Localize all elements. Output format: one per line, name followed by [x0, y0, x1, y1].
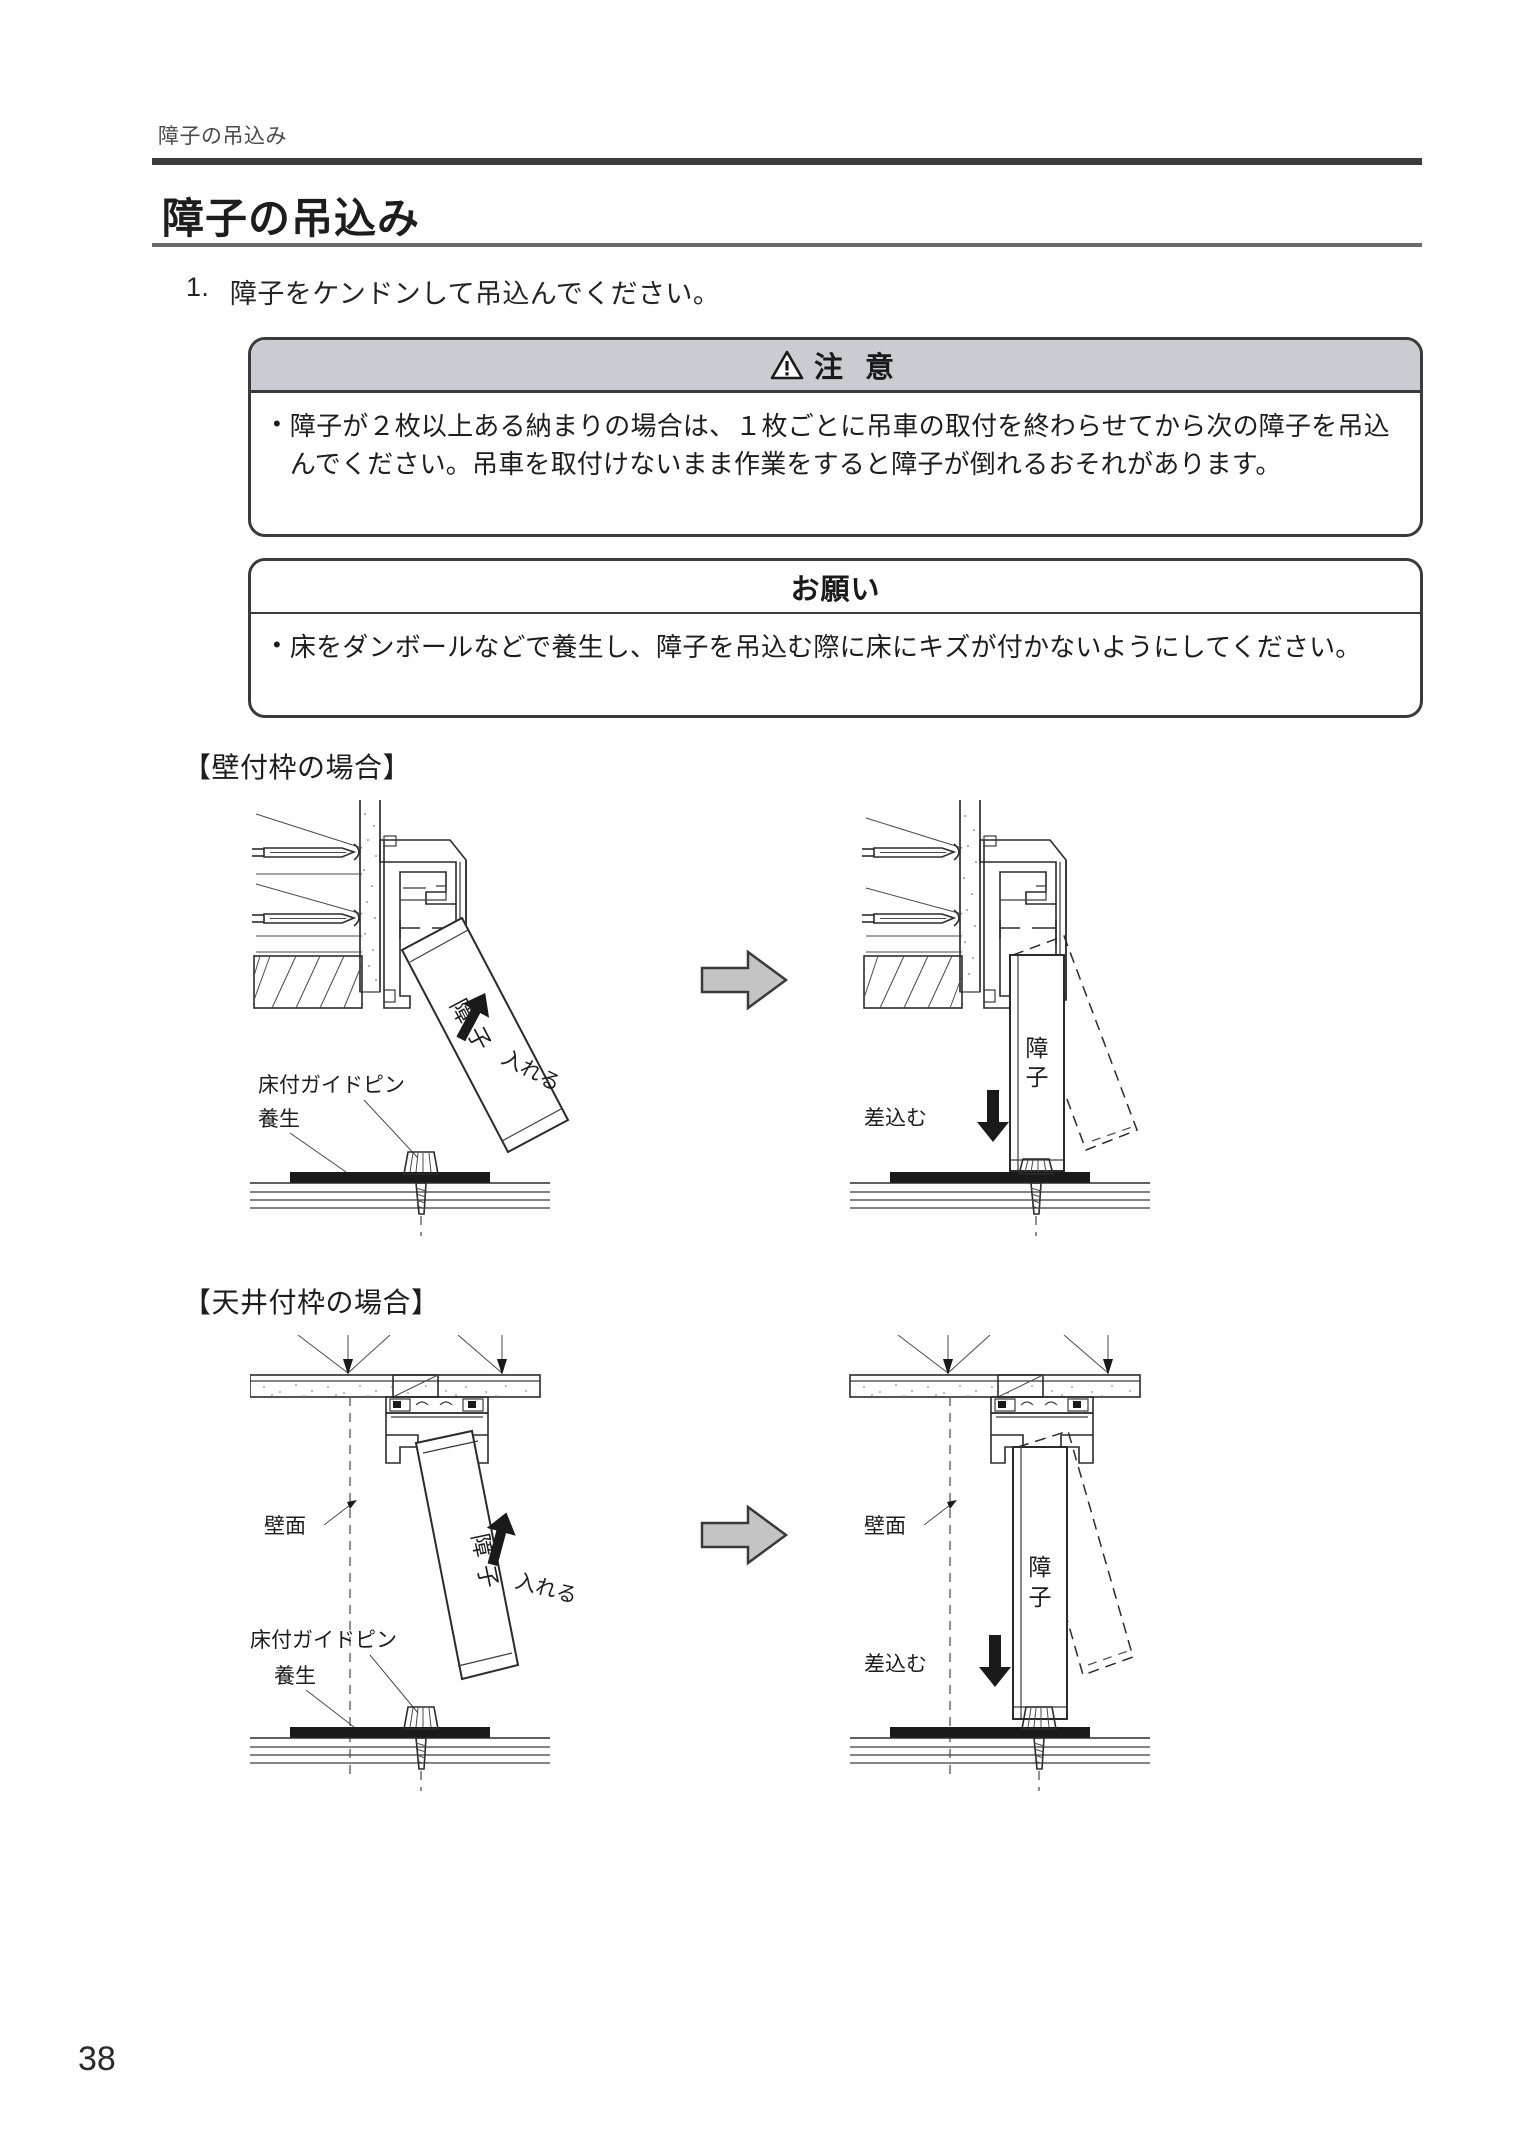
step-number: 1. — [186, 272, 210, 302]
wall-frame-left-diagram: 障 子 入れる 床付ガイドピン 養生 — [250, 800, 570, 1236]
insert-label-ceiling-left: 入れる — [513, 1570, 580, 1609]
header-rule — [152, 158, 1422, 165]
figure-ceiling-frame: 壁面 障 子 入れる 床付ガイドピン 養生 — [250, 1335, 1430, 1835]
wall-label-right: 壁面 — [864, 1515, 906, 1538]
caution-bullet: • — [273, 411, 281, 436]
transition-arrow-wall — [700, 949, 789, 1011]
panel-label-right2: 子 — [1026, 1064, 1049, 1090]
request-box: お願い • 床をダンボールなどで養生し、障子を吊込む際に床にキズが付かないように… — [248, 558, 1423, 718]
figure-wall-frame: 障 子 入れる 床付ガイドピン 養生 — [250, 800, 1430, 1280]
section-label-ceiling-frame: 【天井付枠の場合】 — [183, 1287, 440, 1318]
floor-assembly-right — [850, 1158, 1150, 1236]
ceiling-frame-right-diagram: 壁面 障 子 差込む — [849, 1335, 1150, 1791]
caution-body-text: 障子が２枚以上ある納まりの場合は、１枚ごとに吊車の取付を終わらせてから次の障子を… — [289, 411, 1390, 480]
protection-label-left: 養生 — [258, 1108, 300, 1131]
panel-label-right: 障 — [1026, 1035, 1049, 1061]
running-head: 障子の吊込み — [158, 125, 287, 148]
shoji-panel-tilted — [400, 916, 570, 1154]
caution-box-title: 注 意 — [813, 352, 902, 384]
request-box-body: • 床をダンボールなどで養生し、障子を吊込む際に床にキズが付かないようにしてくだ… — [251, 614, 1420, 676]
panel-label-ceiling-left2: 子 — [473, 1562, 503, 1590]
request-box-title: お願い — [790, 573, 881, 606]
wall-label-left: 壁面 — [264, 1515, 306, 1538]
floor-assembly-ceiling-left — [250, 1706, 550, 1791]
lower-anchor-screw — [252, 883, 363, 953]
panel-label-ceiling-left: 障 — [467, 1531, 497, 1559]
shoji-panel-vertical-ceiling — [1012, 1446, 1068, 1720]
guide-pin-label-ceiling-left: 床付ガイドピン — [250, 1629, 397, 1652]
upper-anchor-screw — [252, 813, 363, 875]
wall-base-hatched-right — [863, 955, 963, 1009]
push-down-arrow-icon — [977, 1090, 1009, 1142]
caution-box: 注 意 • 障子が２枚以上ある納まりの場合は、１枚ごとに吊車の取付を終わらせてか… — [248, 337, 1423, 537]
warning-triangle-icon — [770, 350, 804, 380]
ceiling-frame-left-diagram: 壁面 障 子 入れる 床付ガイドピン 養生 — [250, 1335, 580, 1791]
request-bullet: • — [273, 632, 281, 657]
wall-base-hatched — [253, 955, 363, 1009]
page-number: 38 — [78, 2040, 116, 2078]
transition-arrow-ceiling — [700, 1504, 789, 1566]
insert-arrow-icon-ceiling — [486, 1512, 516, 1566]
section-label-wall-frame: 【壁付枠の場合】 — [183, 752, 412, 783]
ceiling-rail-profile-right — [990, 1396, 1094, 1464]
insert-arrow-icon — [456, 993, 490, 1042]
floor-assembly-ceiling-right — [850, 1706, 1150, 1791]
request-box-header: お願い — [251, 561, 1420, 614]
panel-label-ceiling-right2: 子 — [1029, 1584, 1052, 1610]
ceiling-slab-right — [849, 1335, 1141, 1398]
caution-box-body: • 障子が２枚以上ある納まりの場合は、１枚ごとに吊車の取付を終わらせてから次の障… — [251, 393, 1420, 493]
shoji-panel-tilted-ceiling — [414, 1429, 520, 1681]
shoji-panel-vertical — [1009, 954, 1065, 1172]
wall-section-right — [959, 800, 981, 993]
step-text: 障子をケンドンして吊込んでください。 — [230, 279, 721, 309]
upper-anchor-screw-right — [862, 817, 963, 861]
lower-anchor-screw-right — [862, 887, 963, 953]
push-label-right: 差込む — [864, 1107, 927, 1130]
guide-pin-label-left: 床付ガイドピン — [258, 1074, 405, 1097]
page-title: 障子の吊込み — [162, 195, 421, 242]
panel-label-ceiling-right: 障 — [1029, 1554, 1052, 1580]
ceiling-slab — [250, 1335, 541, 1398]
push-label-ceiling-right: 差込む — [864, 1653, 927, 1676]
floor-assembly-left — [250, 1151, 550, 1236]
caution-box-header: 注 意 — [251, 340, 1420, 393]
title-underline — [152, 243, 1422, 247]
protection-label-ceiling-left: 養生 — [274, 1665, 316, 1688]
push-down-arrow-icon-ceiling — [979, 1635, 1011, 1687]
step-1: 1. 障子をケンドンして吊込んでください。 — [186, 272, 720, 311]
wall-frame-right-diagram: 障 子 差込む — [850, 800, 1150, 1236]
request-body-text: 床をダンボールなどで養生し、障子を吊込む際に床にキズが付かないようにしてください… — [289, 632, 1362, 662]
wall-section — [359, 800, 381, 993]
